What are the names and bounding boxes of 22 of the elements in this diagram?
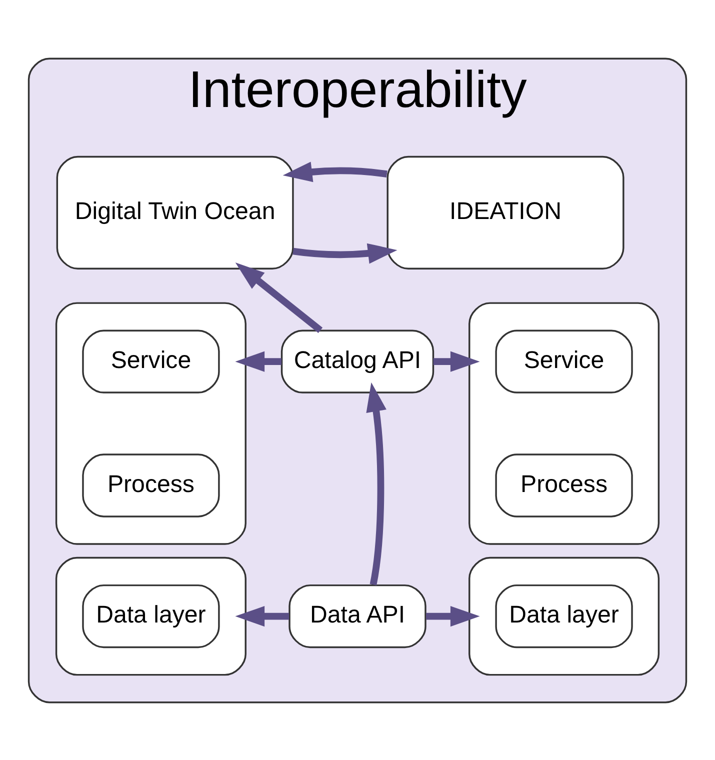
node-box: Digital Twin Ocean [56, 155, 294, 269]
node-box: Catalog API [280, 329, 434, 393]
cluster [55, 556, 246, 676]
cluster [468, 302, 660, 544]
node-box: Service [495, 329, 633, 393]
cluster [55, 302, 246, 544]
arrow [426, 606, 480, 626]
node-box: Service [82, 329, 220, 393]
arrow [235, 350, 282, 372]
node-box: Process [495, 453, 633, 517]
cluster [468, 556, 660, 676]
arrow [235, 606, 290, 626]
node-box: IDEATION [386, 155, 624, 269]
arrow [292, 242, 398, 264]
node-box: Process [82, 453, 220, 517]
arrow [282, 161, 388, 182]
node-box: Data layer [495, 584, 633, 648]
arrow [366, 382, 386, 585]
node-box: Data layer [82, 584, 220, 648]
node-box: Data API [288, 584, 426, 648]
arrow [433, 350, 480, 372]
arrow [235, 262, 323, 332]
